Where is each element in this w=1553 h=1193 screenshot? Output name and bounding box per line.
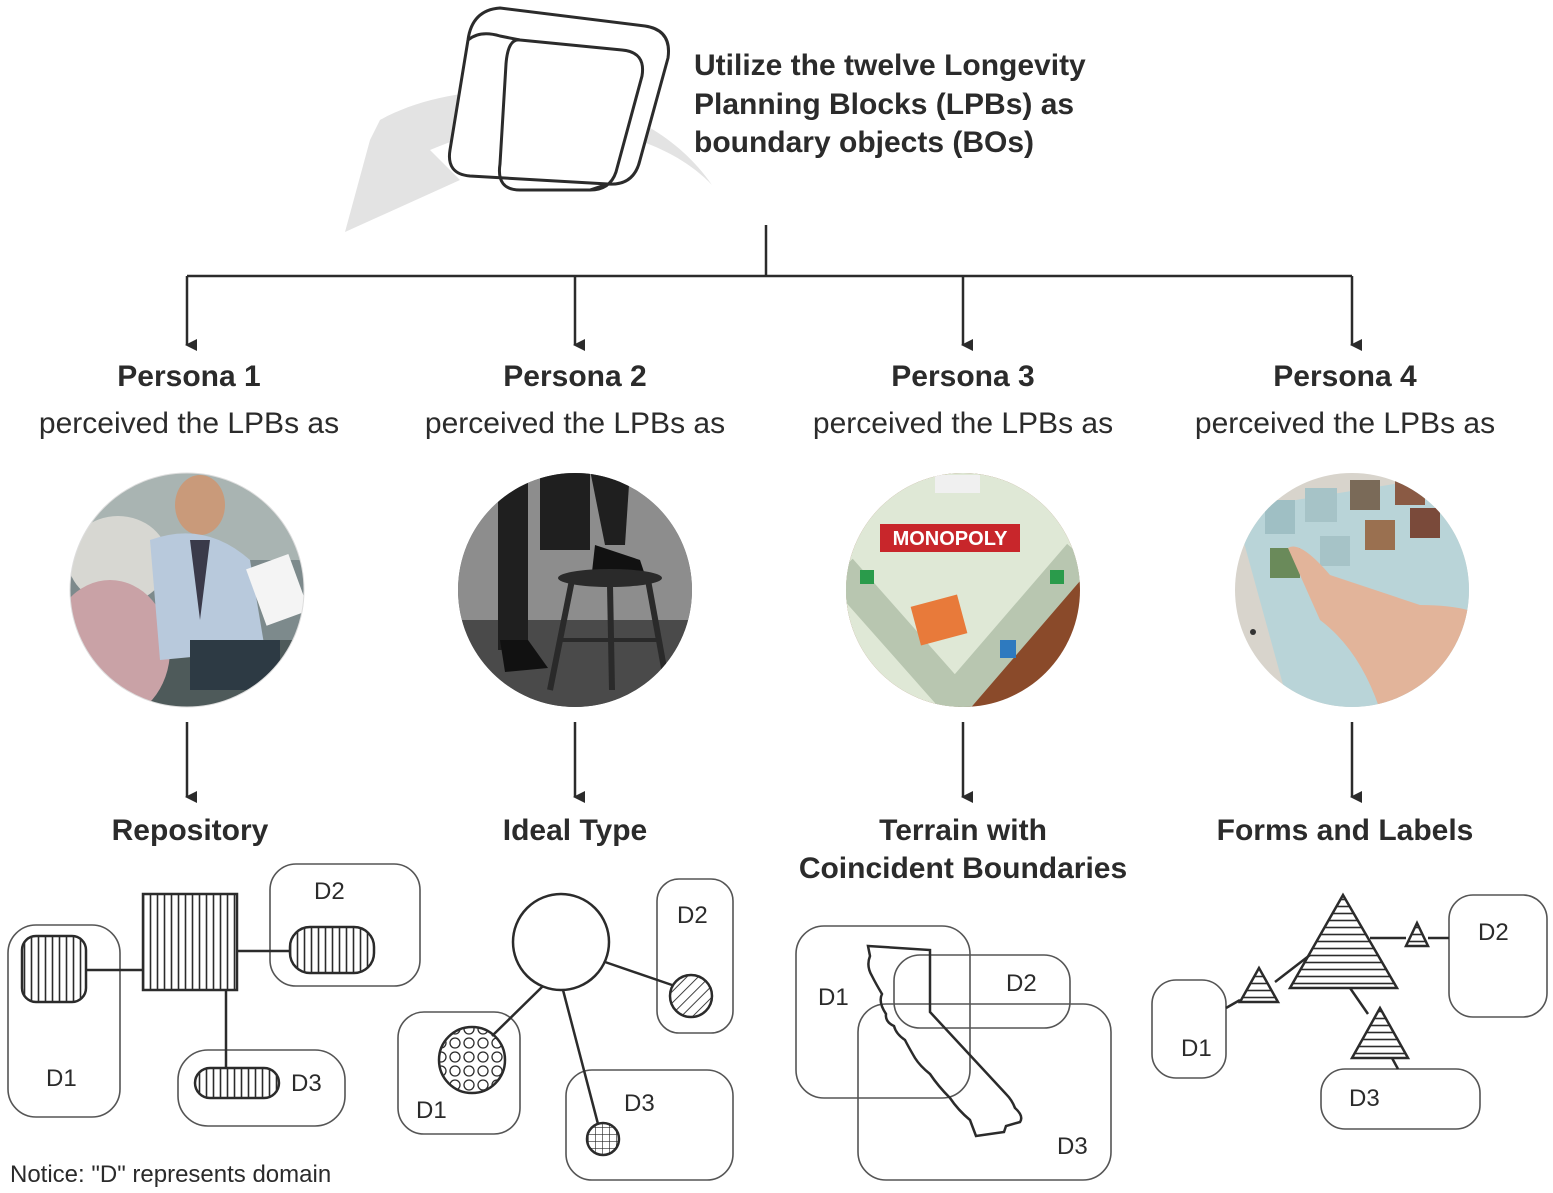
terrain-d1-box xyxy=(795,925,971,1099)
forms-d3-box xyxy=(1320,1068,1481,1130)
ideal-type-d2-circle xyxy=(668,973,714,1019)
persona-4-photo xyxy=(1235,473,1469,707)
california-outline-icon xyxy=(866,944,1023,1138)
diagram-title-line-3: boundary objects (BOs) xyxy=(694,126,1034,159)
persona-4-subtitle: perceived the LPBs as xyxy=(1195,407,1495,440)
forms-d3-label: D3 xyxy=(1349,1085,1380,1112)
persona-4-name: Persona 4 xyxy=(1273,360,1417,393)
diagram-title-line-2: Planning Blocks (LPBs) as xyxy=(694,88,1074,121)
ideal-type-d1-box xyxy=(397,1011,521,1135)
terrain-d1-label: D1 xyxy=(818,984,849,1011)
repository-d2-label: D2 xyxy=(314,878,345,905)
boundary-object-cube-icon xyxy=(345,6,712,232)
terrain-d2-label: D2 xyxy=(1006,970,1037,997)
terrain-diagram: D1 D2 D3 xyxy=(795,925,1112,1181)
forms-d1-label: D1 xyxy=(1181,1035,1212,1062)
repository-d1-box xyxy=(7,924,121,1118)
repository-d3-block xyxy=(193,1066,281,1100)
forms-d2-triangle xyxy=(1404,920,1430,948)
persona-2-name: Persona 2 xyxy=(503,360,646,393)
forms-central-triangle xyxy=(1287,892,1400,990)
ideal-type-d2-box xyxy=(656,878,734,1034)
persona-1-subtitle: perceived the LPBs as xyxy=(39,407,339,440)
concept-repository: Repository xyxy=(112,814,269,847)
ideal-type-d1-circle xyxy=(437,1025,507,1095)
concept-forms-labels: Forms and Labels xyxy=(1217,814,1474,847)
persona-2-subtitle: perceived the LPBs as xyxy=(425,407,725,440)
forms-d3-triangle xyxy=(1349,1005,1411,1060)
persona-3-photo: MONOPOLY xyxy=(846,473,1080,707)
concept-terrain-line-2: Coincident Boundaries xyxy=(799,852,1127,885)
persona-1-photo xyxy=(70,473,304,707)
ideal-type-d3-label: D3 xyxy=(624,1090,655,1117)
concept-terrain-line-1: Terrain with xyxy=(879,814,1047,847)
repository-d1-block xyxy=(20,934,88,1004)
concept-arrows xyxy=(185,722,1362,803)
repository-d2-box xyxy=(269,863,421,987)
persona-2-photo xyxy=(458,473,692,707)
notice-footnote: Notice: "D" represents domain xyxy=(10,1161,331,1188)
ideal-type-d2-label: D2 xyxy=(677,902,708,929)
repository-d3-label: D3 xyxy=(291,1070,322,1097)
monopoly-logo-text: MONOPOLY xyxy=(893,528,1008,550)
ideal-type-d3-circle xyxy=(585,1121,621,1157)
repository-diagram: D1 D2 D3 xyxy=(7,863,421,1127)
concept-ideal-type: Ideal Type xyxy=(503,814,648,847)
diagram-title-line-1: Utilize the twelve Longevity xyxy=(694,49,1086,82)
forms-d2-box xyxy=(1448,894,1548,1018)
ideal-type-d3-box xyxy=(565,1069,734,1181)
tree-connector xyxy=(185,225,1362,351)
forms-d2-label: D2 xyxy=(1478,919,1509,946)
repository-d2-block xyxy=(288,925,376,975)
ideal-type-diagram: D1 D2 D3 xyxy=(397,878,734,1181)
ideal-type-d1-label: D1 xyxy=(416,1097,447,1124)
repository-d1-label: D1 xyxy=(46,1065,77,1092)
persona-3-name: Persona 3 xyxy=(891,360,1034,393)
terrain-d2-box xyxy=(893,954,1071,1029)
ideal-type-center-circle xyxy=(511,892,611,992)
terrain-d3-box xyxy=(857,1003,1112,1181)
forms-d1-box xyxy=(1151,979,1227,1079)
terrain-d3-label: D3 xyxy=(1057,1133,1088,1160)
repository-d3-box xyxy=(177,1049,346,1127)
forms-labels-diagram: D1 D2 D3 xyxy=(1151,892,1548,1130)
persona-1-name: Persona 1 xyxy=(117,360,260,393)
persona-3-subtitle: perceived the LPBs as xyxy=(813,407,1113,440)
repository-central-block xyxy=(141,892,239,992)
forms-d1-triangle xyxy=(1237,965,1281,1004)
